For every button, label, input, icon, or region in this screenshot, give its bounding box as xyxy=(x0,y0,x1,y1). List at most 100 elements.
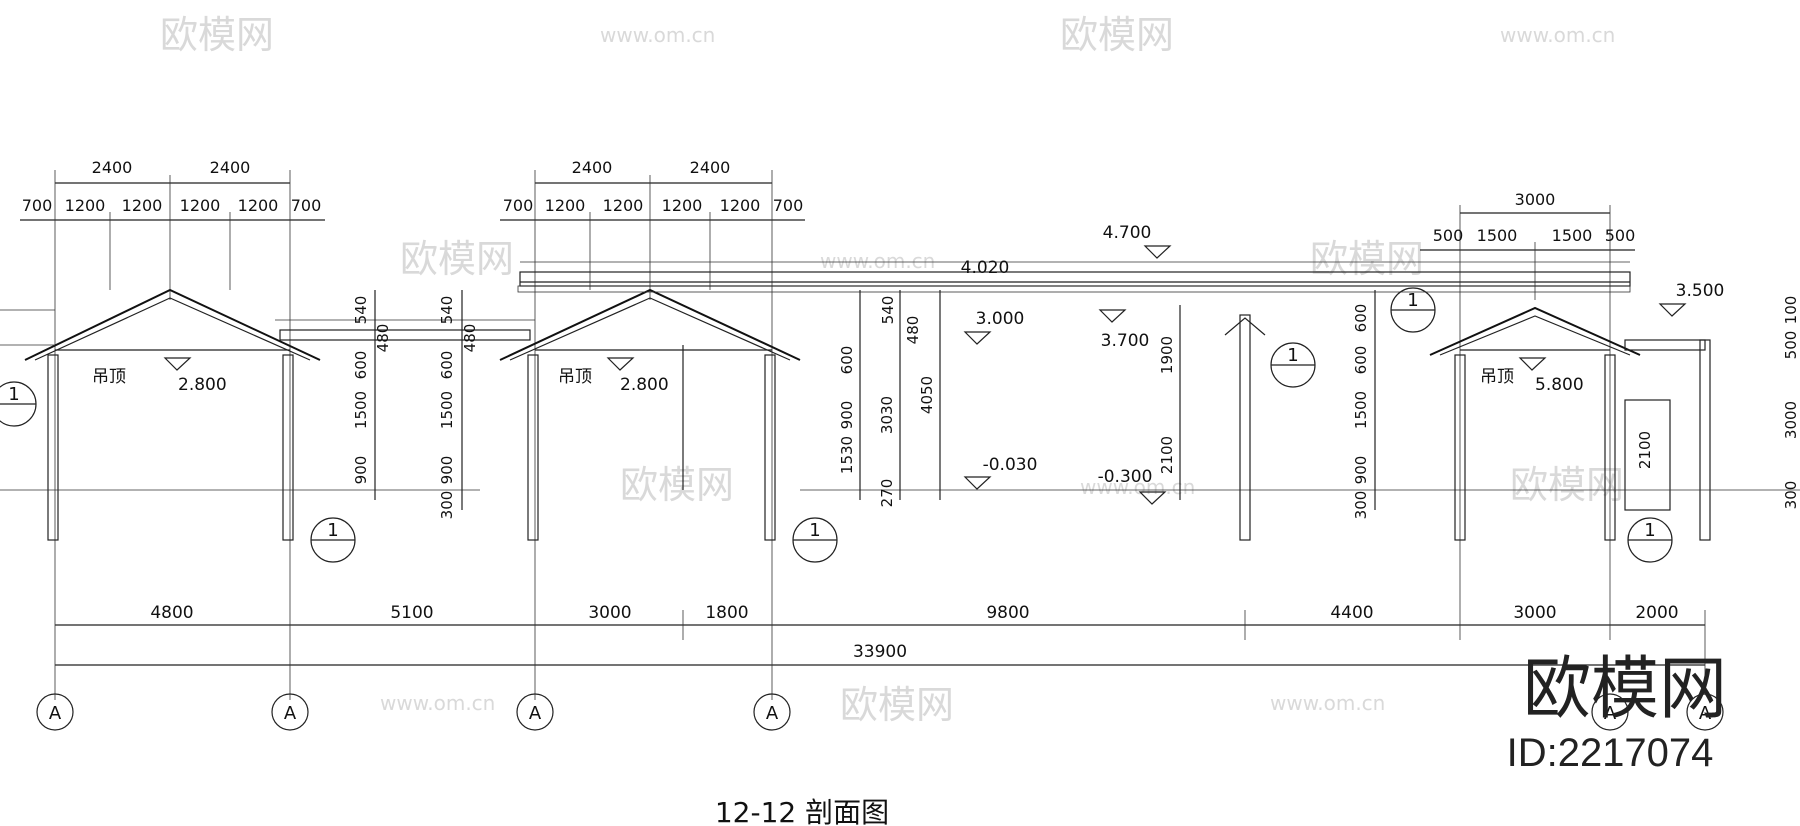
dim-text: 900 xyxy=(352,456,370,485)
elevation-label: -0.030 xyxy=(983,455,1038,475)
dim-text: 1200 xyxy=(122,196,163,215)
watermark-logo: 欧模网 xyxy=(400,237,514,281)
dim-text: 2100 xyxy=(1158,436,1176,474)
watermark-logo: 欧模网 xyxy=(1310,237,1424,281)
watermark-url: www.om.cn xyxy=(1500,23,1615,47)
dim-text: 1500 xyxy=(1352,391,1370,429)
watermark-logo: 欧模网 xyxy=(1510,463,1624,507)
bottom-dimensions: 4800 5100 3000 1800 9800 4400 3000 2000 … xyxy=(150,603,1678,662)
svg-text:A: A xyxy=(284,703,297,724)
total-dimension: 33900 xyxy=(853,642,907,662)
watermark-logo: 欧模网 xyxy=(620,463,734,507)
dim-text: 300 xyxy=(1352,491,1370,520)
dim-text: 1200 xyxy=(180,196,221,215)
elevation-label: 3.500 xyxy=(1676,281,1725,301)
dim-text: 4050 xyxy=(918,376,936,414)
dim-text: 480 xyxy=(904,316,922,345)
section-mark: 1 xyxy=(1270,342,1316,388)
dim-text: 3000 xyxy=(1515,190,1556,209)
dim-text: 1200 xyxy=(662,196,703,215)
elevation-triangle xyxy=(606,357,635,371)
dim-text: 1800 xyxy=(705,603,748,623)
axis-bubble: A xyxy=(1686,693,1724,731)
axis-labels: A A A A A A xyxy=(36,693,1724,731)
elevation-triangle xyxy=(163,357,192,371)
dim-text: 1500 xyxy=(1552,226,1593,245)
dim-text: 3000 xyxy=(588,603,631,623)
svg-text:A: A xyxy=(1699,703,1712,724)
dim-text: 540 xyxy=(438,296,456,325)
svg-text:1: 1 xyxy=(1287,345,1298,366)
dim-text: 100 xyxy=(1782,296,1800,325)
elevation-label: 3.700 xyxy=(1101,331,1150,351)
dim-text: 600 xyxy=(1352,346,1370,375)
ceiling-label: 吊顶 xyxy=(558,367,592,387)
axis-bubble: A xyxy=(1591,693,1629,731)
elevation-label: -0.300 xyxy=(1098,467,1153,487)
axis-bubble: A xyxy=(36,693,74,731)
dim-text: 500 xyxy=(1605,226,1636,245)
dim-text: 2100 xyxy=(1636,431,1654,469)
dim-text: 1500 xyxy=(352,391,370,429)
watermark-logo: 欧模网 xyxy=(1060,13,1174,57)
svg-text:A: A xyxy=(529,703,542,724)
ceiling-label: 吊顶 xyxy=(92,367,126,387)
section-mark: 1 xyxy=(310,517,356,563)
building-structure xyxy=(0,261,1800,541)
svg-text:A: A xyxy=(1604,703,1617,724)
dim-text: 1200 xyxy=(65,196,106,215)
dim-text: 1500 xyxy=(1477,226,1518,245)
dim-text: 1200 xyxy=(545,196,586,215)
watermark-url: www.om.cn xyxy=(1270,691,1385,715)
watermark-url: www.om.cn xyxy=(820,249,935,273)
axis-bubble: A xyxy=(516,693,554,731)
elevation-label: 3.000 xyxy=(976,309,1025,329)
dim-text: 600 xyxy=(1352,304,1370,333)
ceiling-height: 5.800 xyxy=(1535,375,1584,395)
dim-text: 2400 xyxy=(92,158,133,177)
elevation-marks: 4.700 4.020 3.000 3.700 -0.030 -0.300 3.… xyxy=(961,223,1725,505)
dim-text: 900 xyxy=(438,456,456,485)
watermark-layer: 欧模网 www.om.cn 欧模网 www.om.cn 欧模网 www.om.c… xyxy=(160,13,1624,727)
dim-text: 480 xyxy=(461,324,479,353)
dim-text: 1200 xyxy=(603,196,644,215)
ceiling-height: 2.800 xyxy=(178,375,227,395)
dim-text: 700 xyxy=(773,196,804,215)
dimension-lines xyxy=(20,170,1706,700)
dim-text: 2400 xyxy=(210,158,251,177)
watermark-url: www.om.cn xyxy=(1080,475,1195,499)
dim-text: 1900 xyxy=(1158,336,1176,374)
elevation-triangle xyxy=(963,331,992,345)
ceiling-labels: 吊顶 2.800 吊顶 2.800 吊顶 5.800 xyxy=(92,357,1584,395)
elevation-triangle xyxy=(1143,245,1172,259)
svg-text:A: A xyxy=(49,703,62,724)
brand-id: ID:2217074 xyxy=(1507,731,1714,775)
elevation-label: 4.700 xyxy=(1103,223,1152,243)
svg-text:1: 1 xyxy=(809,520,820,541)
dim-text: 300 xyxy=(438,491,456,520)
vertical-dimensions: 540 480 600 1500 900 540 480 600 1500 30… xyxy=(352,290,1800,519)
watermark-logo: 欧模网 xyxy=(840,683,954,727)
dim-text: 500 xyxy=(1433,226,1464,245)
ceiling-label: 吊顶 xyxy=(1480,367,1514,387)
section-mark: 1 xyxy=(792,517,838,563)
dim-text: 300 xyxy=(1782,481,1800,510)
svg-text:1: 1 xyxy=(1644,520,1655,541)
section-mark: 1 xyxy=(1627,517,1673,563)
elevation-triangle xyxy=(1658,303,1687,317)
dim-text: 540 xyxy=(879,296,897,325)
watermark-url: www.om.cn xyxy=(380,691,495,715)
watermark-url: www.om.cn xyxy=(600,23,715,47)
dim-text: 1530 xyxy=(838,436,856,474)
dim-text: 700 xyxy=(291,196,322,215)
dim-text: 1200 xyxy=(720,196,761,215)
dim-text: 900 xyxy=(1352,456,1370,485)
dim-text: 4400 xyxy=(1330,603,1373,623)
elevation-triangle xyxy=(1518,357,1547,371)
dim-text: 270 xyxy=(878,479,896,508)
ceiling-height: 2.800 xyxy=(620,375,669,395)
dim-text: 2400 xyxy=(690,158,731,177)
section-marks: 1 1 1 1 1 1 xyxy=(0,287,1673,563)
dim-text: 900 xyxy=(838,401,856,430)
